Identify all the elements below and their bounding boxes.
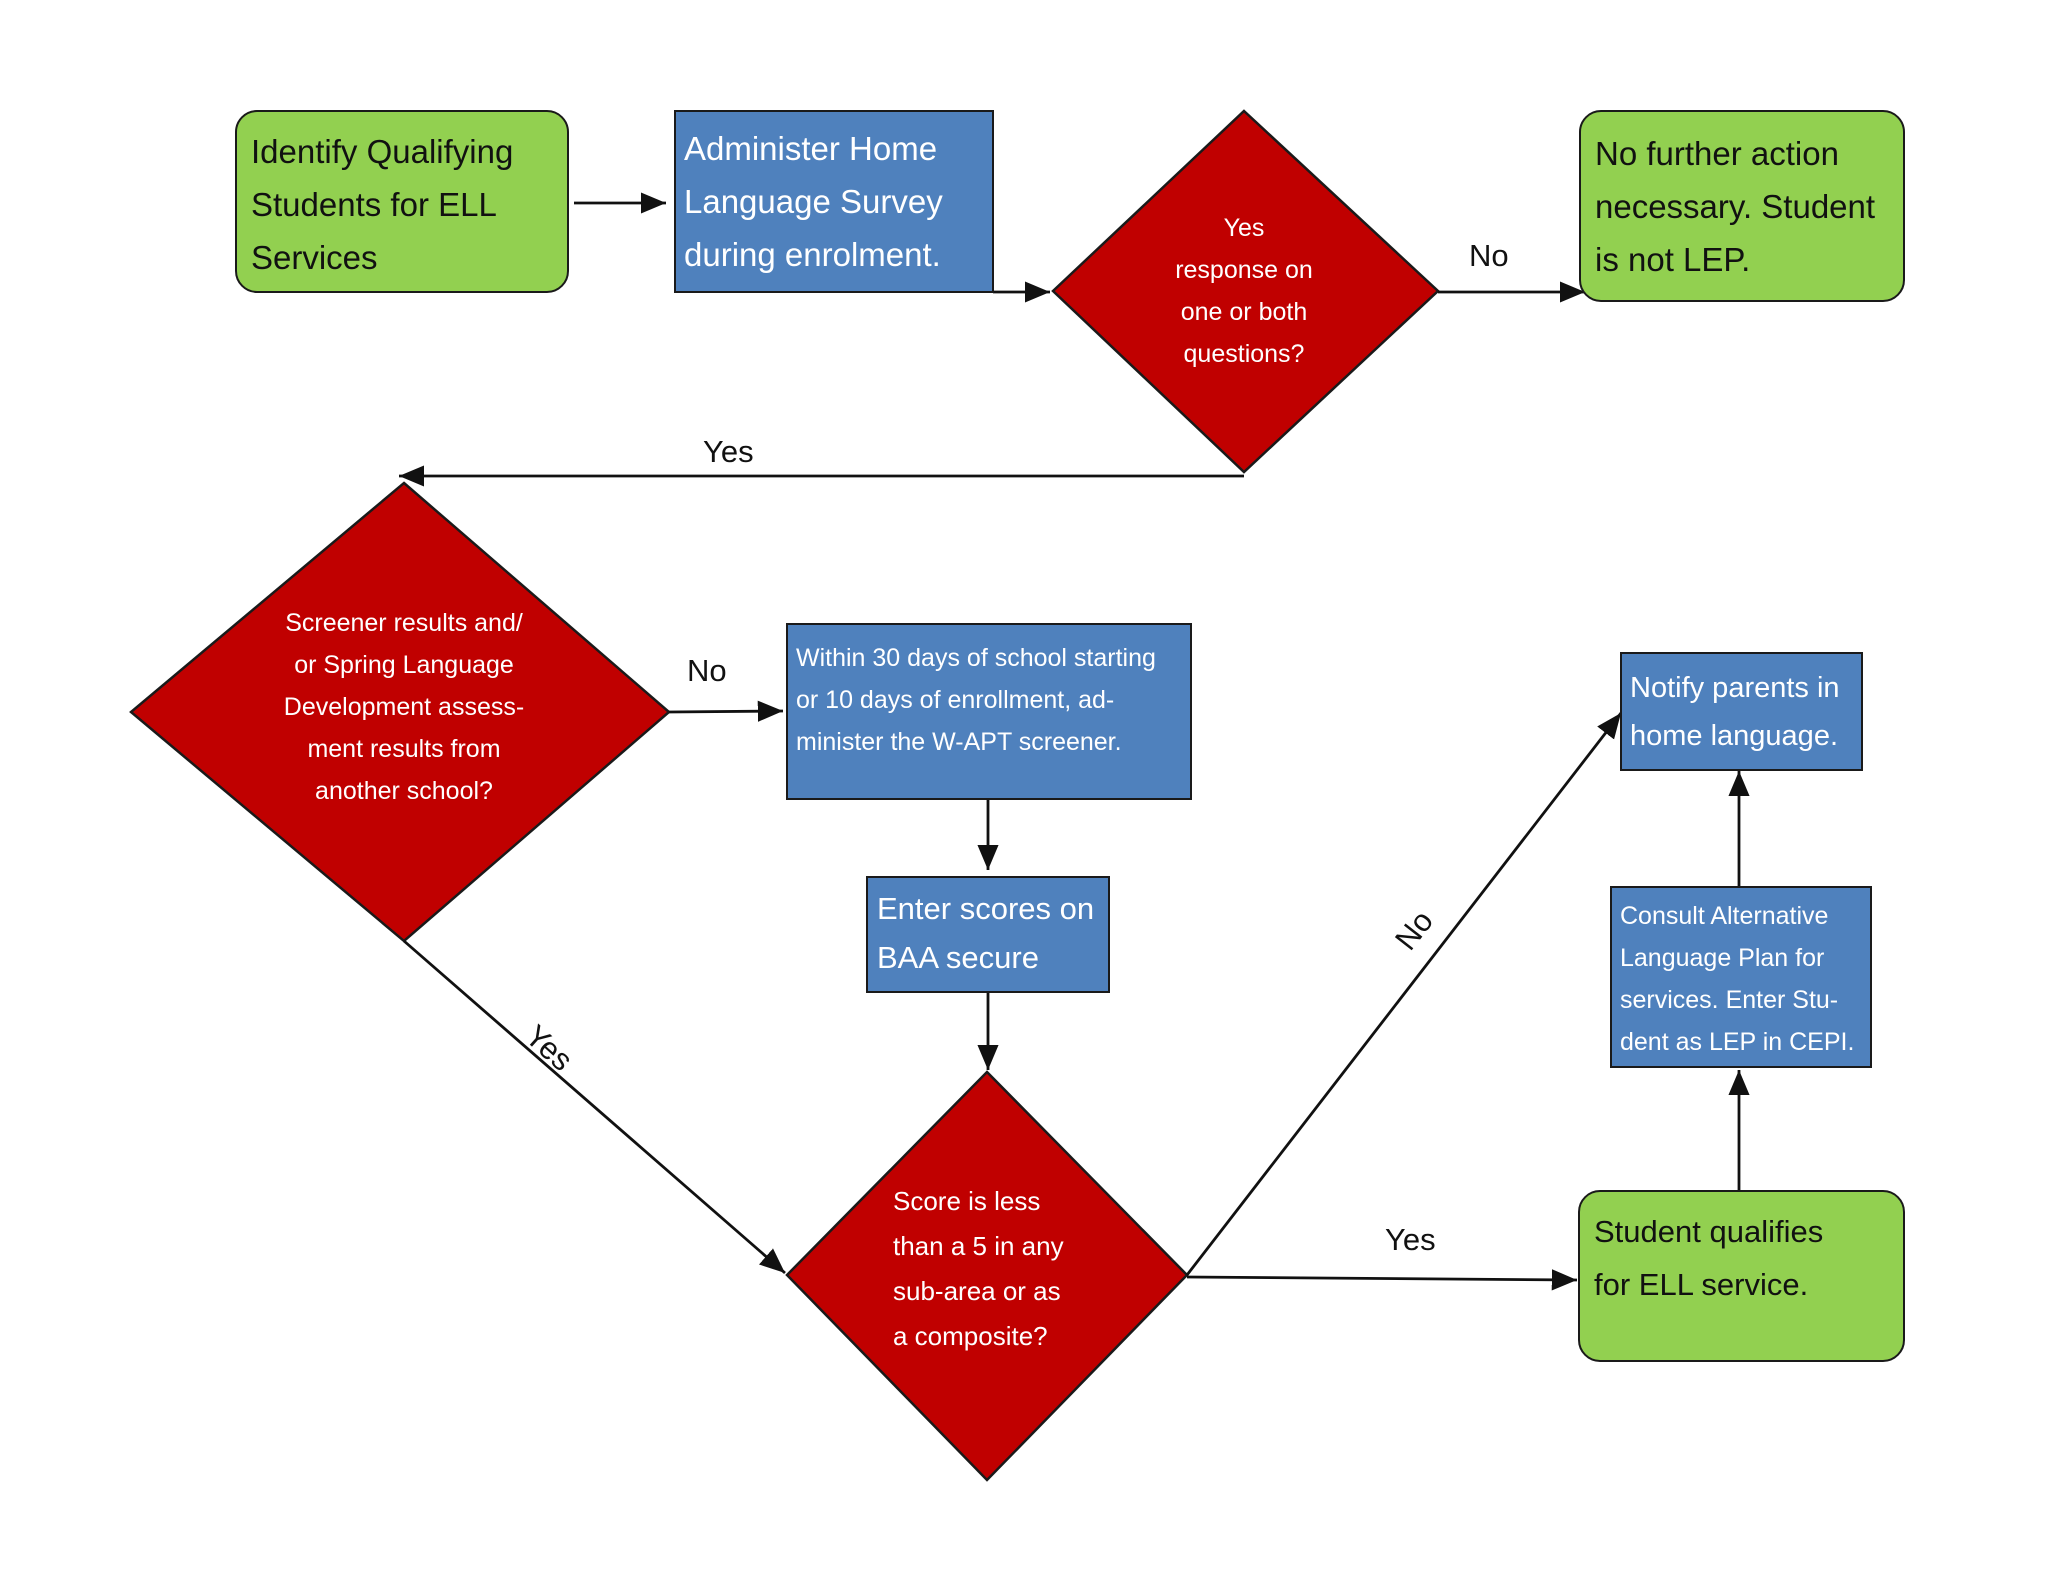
decision-yes-response-diamond	[1051, 109, 1440, 474]
node-student-qualifies-text: Student qualifies for ELL service.	[1594, 1214, 1824, 1302]
edge-label-no-mid: No	[687, 653, 727, 688]
node-identify-qualifying: Identify Qualifying Students for ELL Ser…	[235, 110, 569, 293]
node-within-30-days-text: Within 30 days of school starting or 10 …	[796, 644, 1156, 756]
edge-label-yes-bottom: Yes	[1385, 1222, 1436, 1257]
node-administer-survey: Administer Home Language Survey during e…	[674, 110, 994, 293]
node-notify-parents-text: Notify parents in home language.	[1630, 672, 1840, 752]
node-consult-alternative-text: Consult Alternative Language Plan for se…	[1620, 902, 1855, 1056]
edge-label-no-top: No	[1469, 238, 1509, 273]
arrow-screener-yes-to-score	[403, 939, 786, 1275]
decision-score-diamond	[785, 1070, 1189, 1482]
decision-yes-response-text: Yes response on one or both questions?	[1175, 214, 1313, 368]
edge-label-yes-top: Yes	[703, 434, 754, 469]
node-administer-survey-text: Administer Home Language Survey during e…	[684, 130, 943, 273]
decision-score-text: Score is less than a 5 in any sub-area o…	[893, 1186, 1064, 1351]
arrow-screener-no-to-within30	[668, 700, 784, 722]
arrow-score-no-to-notify	[1185, 712, 1623, 1276]
node-no-further-action-text: No further action necessary. Student is …	[1595, 135, 1876, 278]
node-no-further-action: No further action necessary. Student is …	[1579, 110, 1905, 302]
node-identify-qualifying-text: Identify Qualifying Students for ELL Ser…	[251, 133, 514, 276]
node-enter-scores-text: Enter scores on BAA secure site.	[877, 891, 1095, 1024]
node-enter-scores: Enter scores on BAA secure site.	[866, 876, 1110, 1024]
decision-screener-text: Screener results and/ or Spring Language…	[283, 609, 525, 805]
node-within-30-days: Within 30 days of school starting or 10 …	[786, 623, 1192, 800]
node-student-qualifies: Student qualifies for ELL service.	[1578, 1190, 1905, 1362]
arrow-score-yes-to-qualifies	[1186, 1269, 1578, 1291]
node-notify-parents: Notify parents in home language.	[1620, 652, 1863, 771]
node-consult-alternative: Consult Alternative Language Plan for se…	[1610, 886, 1872, 1068]
